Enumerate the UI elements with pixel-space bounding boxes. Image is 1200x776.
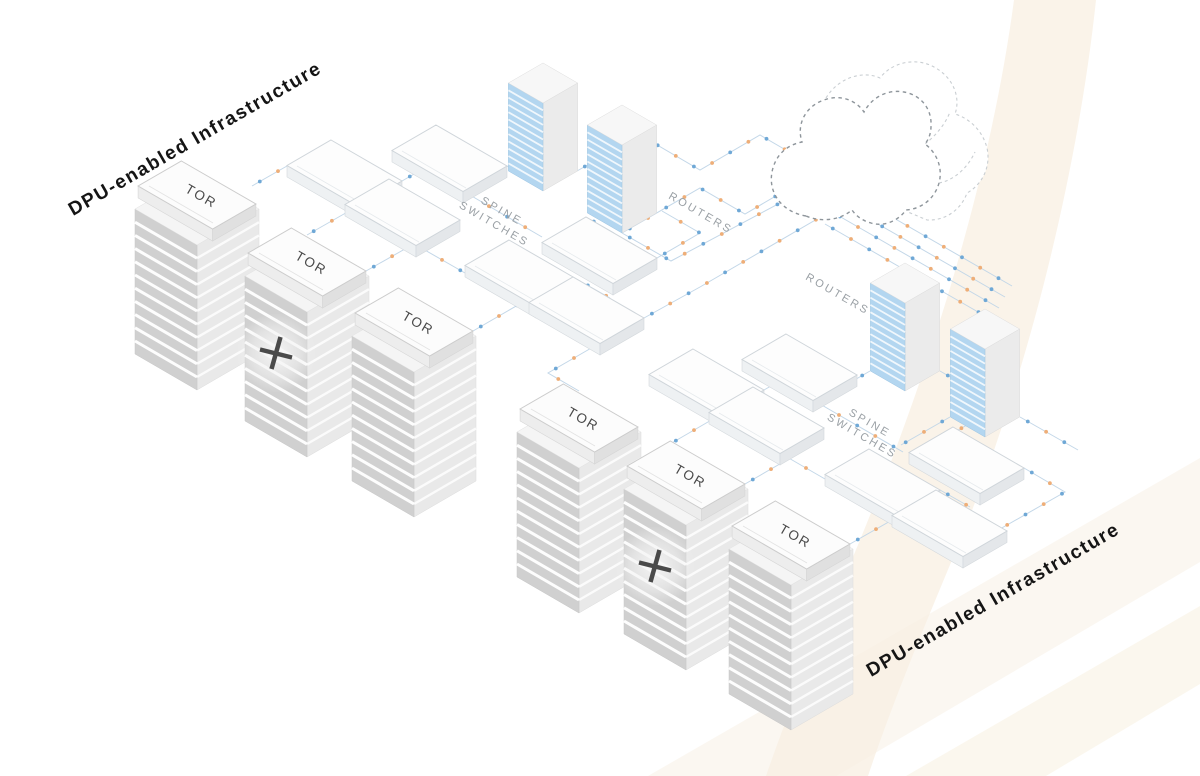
server-rack: TOR (515, 382, 643, 615)
router (507, 62, 579, 192)
connection-line (251, 165, 288, 187)
connection-line (999, 467, 1067, 530)
connection-line (656, 210, 701, 259)
server-rack: TOR (133, 159, 261, 392)
connection-line (643, 196, 856, 319)
server-rack: TOR (350, 286, 478, 519)
server-rack: TOR (727, 499, 855, 732)
connection-line (831, 211, 1000, 309)
plus-icon (236, 313, 316, 393)
router (586, 104, 658, 234)
router (949, 308, 1021, 438)
router-group-top (507, 62, 658, 234)
plus-icon (615, 526, 695, 606)
connection-line (462, 190, 543, 238)
rack-cluster-left: TOR TOR TOR (133, 159, 478, 519)
server-rack: TOR (236, 226, 371, 459)
routers-label-top: ROUTERS (666, 190, 734, 236)
packet-dots (257, 133, 1067, 542)
connection-line (547, 342, 601, 392)
rack-cluster-right: TOR TOR TOR (515, 382, 855, 732)
routers-label-right: ROUTERS (803, 271, 871, 317)
router (869, 262, 941, 392)
connection-line (621, 185, 813, 262)
connection-line (1019, 416, 1079, 451)
cloud-icon (770, 61, 989, 225)
server-rack: TOR (615, 439, 750, 672)
